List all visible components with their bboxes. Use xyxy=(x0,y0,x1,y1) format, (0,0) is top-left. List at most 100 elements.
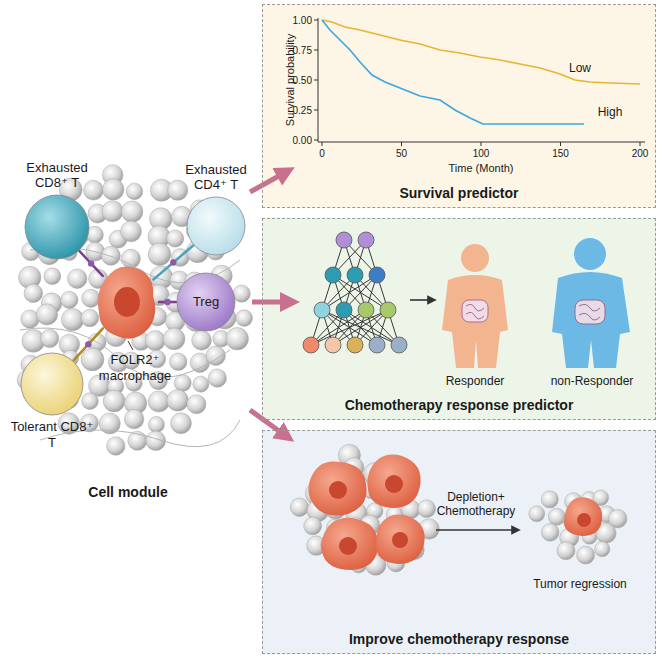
cell-shape xyxy=(186,196,246,256)
cell-label: Tolerant CD8⁺ T xyxy=(6,419,98,450)
cell-label: Treg xyxy=(176,294,236,310)
tissue-cell xyxy=(145,331,165,351)
net-unit xyxy=(314,302,330,318)
tissue-cell xyxy=(167,390,188,411)
person-nonresponder xyxy=(552,238,630,368)
tissue-cell xyxy=(418,500,436,518)
text-label: 0.25 xyxy=(293,105,312,116)
t-cell: Tolerant CD8⁺ T xyxy=(20,352,84,416)
interaction-line xyxy=(80,251,103,276)
tissue-cell xyxy=(187,395,206,414)
text-label: 1.00 xyxy=(293,15,312,26)
tissue-cell xyxy=(36,304,57,325)
text-label: 100 xyxy=(473,148,490,159)
fibres xyxy=(20,248,240,447)
tissue-cell xyxy=(290,498,308,516)
text-label: 0.75 xyxy=(293,45,312,56)
interaction-line xyxy=(153,245,193,279)
ligand-dot xyxy=(85,341,91,347)
tissue-cell xyxy=(102,201,123,222)
tissue-cell xyxy=(171,413,192,434)
tissue-cell xyxy=(192,330,212,350)
interaction-line xyxy=(74,328,103,360)
result-panel: Survival predictor xyxy=(262,4,656,208)
interaction-stroke xyxy=(74,328,103,360)
tissue-cell xyxy=(82,289,100,307)
tissue-cell xyxy=(81,309,99,327)
text-label: non-Responder xyxy=(551,374,634,388)
net-unit xyxy=(325,267,341,283)
text-label: Cell module xyxy=(88,484,167,500)
module-arrows xyxy=(250,172,290,436)
text-label: 0.00 xyxy=(293,135,312,146)
cell-body xyxy=(21,353,83,415)
text-label: 50 xyxy=(396,148,407,159)
tissue-cell xyxy=(548,508,565,525)
tissue-cell xyxy=(121,221,142,242)
tissue-cell xyxy=(167,230,184,247)
net-unit xyxy=(358,232,374,248)
km-curve-high xyxy=(322,20,584,124)
tissue-cell xyxy=(169,353,187,371)
tissue-cell xyxy=(107,437,125,455)
tissue-cell xyxy=(163,328,185,350)
macrophage-cell: FOLR2⁺ macrophage xyxy=(95,262,159,342)
text-label: Low xyxy=(569,61,591,75)
result-panel: Improve chemotherapy response xyxy=(262,430,656,654)
net-unit xyxy=(358,302,374,318)
tissue-cells xyxy=(17,165,252,456)
text-label: Depletion+ Chemotherapy xyxy=(431,490,521,519)
panel-ground xyxy=(262,430,656,654)
t-cell: Exhausted CD8⁺ T xyxy=(24,194,90,260)
interaction-stroke xyxy=(80,251,103,276)
cell-label: Exhausted CD8⁺ T xyxy=(11,160,103,191)
net-unit xyxy=(391,337,407,353)
tissue-cell xyxy=(577,546,595,564)
cell-body xyxy=(177,273,235,331)
tissue-cell xyxy=(103,390,125,412)
tissue-cell xyxy=(168,180,188,200)
net-unit xyxy=(380,302,396,318)
text-label: 0 xyxy=(319,148,325,159)
tissue-cell xyxy=(148,243,171,266)
tissue-cell xyxy=(41,329,59,347)
km-curve-low xyxy=(322,20,640,84)
tissue-cell xyxy=(557,542,575,560)
cell-body xyxy=(98,267,155,339)
tissue-cell xyxy=(61,291,78,308)
tissue-cell xyxy=(24,284,43,303)
net-unit xyxy=(347,337,363,353)
km-axes xyxy=(314,18,645,146)
tissue-cell xyxy=(44,268,61,285)
panel-ground xyxy=(262,218,656,420)
tissue-cell xyxy=(84,180,104,200)
t-cell: Treg xyxy=(176,272,236,332)
ligand-dot xyxy=(170,259,176,265)
text-label: 0.50 xyxy=(293,75,312,86)
leader-line xyxy=(128,341,133,350)
text-label: High xyxy=(598,105,623,119)
cell-body xyxy=(187,197,245,255)
text-label: Time (Month) xyxy=(449,162,514,174)
ligand-dot xyxy=(164,299,170,305)
panel-title: Improve chemotherapy response xyxy=(263,631,655,648)
tissue-cell xyxy=(541,524,559,542)
net-unit xyxy=(336,302,352,318)
tissue-cell xyxy=(148,391,169,412)
tissue-cell xyxy=(236,310,253,327)
text-label: Tumor regression xyxy=(533,577,627,591)
tissue-cell xyxy=(148,416,164,432)
tissue-cell xyxy=(174,375,191,392)
interaction-stroke xyxy=(153,245,193,279)
cell-body xyxy=(25,195,89,259)
tissue-cell xyxy=(595,541,610,556)
panel-title: Survival predictor xyxy=(263,185,655,202)
panel-title: Chemotherapy response predictor xyxy=(263,397,655,414)
neural-network xyxy=(303,232,407,353)
tissue-cell xyxy=(124,409,143,428)
cell-label: FOLR2⁺ macrophage xyxy=(92,352,178,383)
net-unit xyxy=(369,267,385,283)
net-unit xyxy=(369,337,385,353)
